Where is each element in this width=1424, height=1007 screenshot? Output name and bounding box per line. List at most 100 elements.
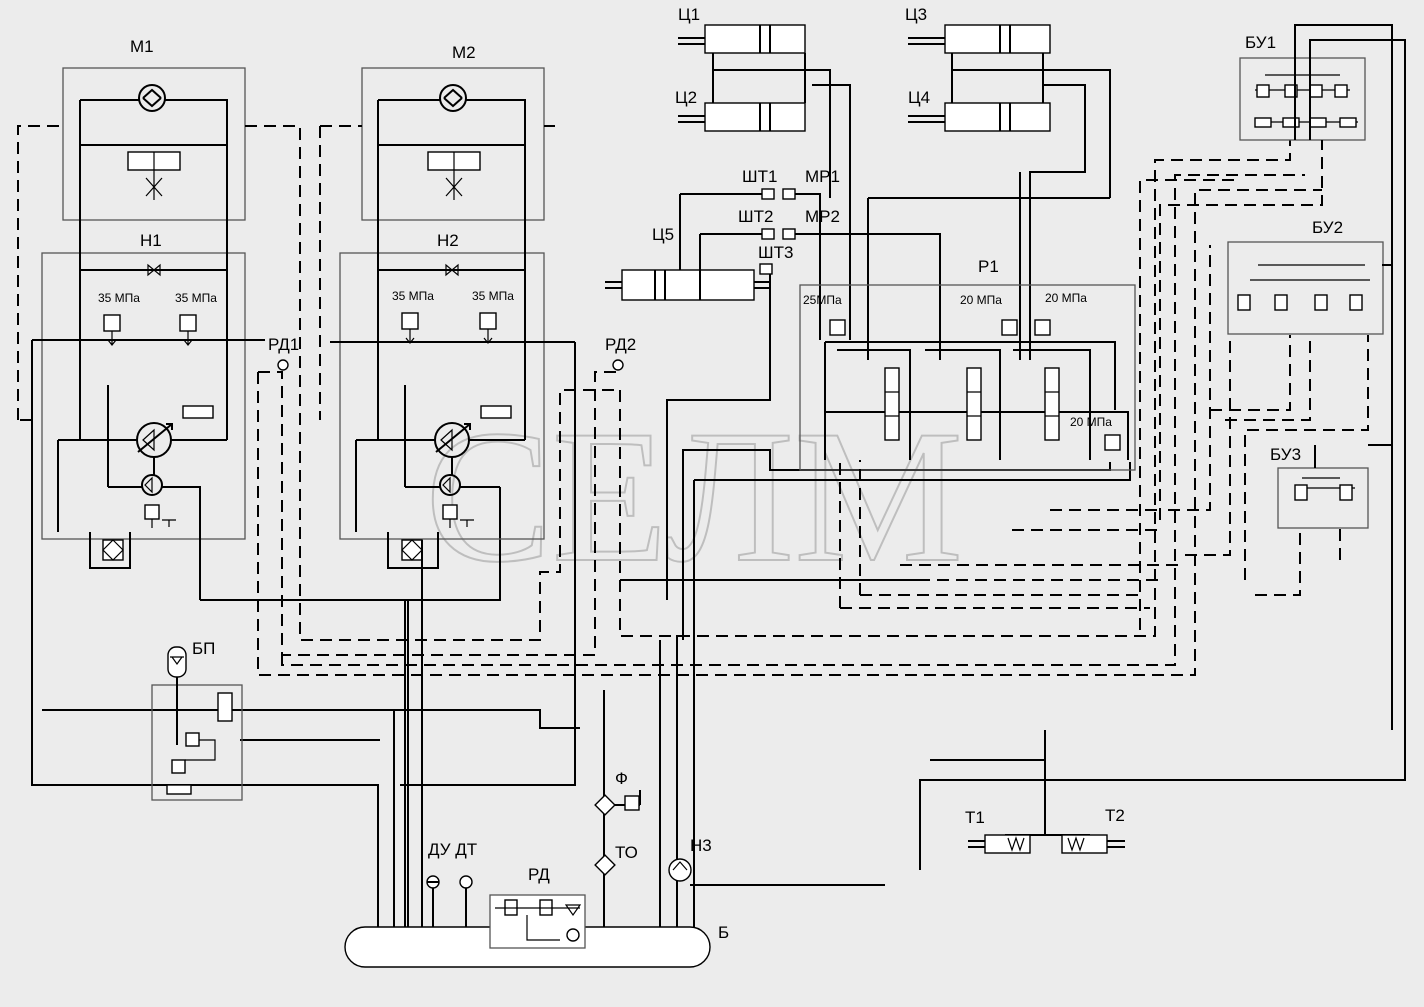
control-block-bu2 [1227,241,1384,335]
relay-rd2 [612,359,624,371]
label-filter: Ф [615,769,628,788]
label-sht2: ШТ2 [738,207,773,226]
distributor-box [799,284,1136,471]
label-c5: Ц5 [652,225,674,244]
pilot-lines-right [839,140,1369,630]
control-block-bu3 [1277,467,1369,529]
relief-valve-charge-1 [144,504,160,520]
spool-section-3 [1044,367,1060,441]
relief-valve-p20-1 [1001,319,1018,336]
brake-t1 [984,834,1031,854]
return-devices: Ф ТО Н3 [594,769,712,882]
charge-pump-2 [439,474,461,496]
cylinder-c3 [944,24,1051,54]
label-rd: РД [528,865,550,884]
label-p35-1: 35 МПа [98,291,140,305]
temperature-sensor [459,875,473,889]
label-h1: Н1 [140,231,162,250]
control-blocks: БУ1 БУ2 БУ3 [919,24,1406,870]
filter-h1 [102,539,124,561]
relief-valve-p20-3 [1104,434,1121,451]
cylinder-c4 [944,102,1051,132]
label-p35-4: 35 МПа [472,289,514,303]
pilot-lines-left [17,125,1322,676]
label-h3: Н3 [690,836,712,855]
valve-bp-2 [171,759,186,774]
label-rd1: РД1 [268,335,299,354]
filter-f [594,794,616,816]
label-bu1: БУ1 [1245,33,1276,52]
relief-valve-p20-2 [1034,319,1051,336]
couplings: ШТ1 МР1 ШТ2 МР2 ШТ3 Ц5 [605,167,941,360]
relief-valve-p25 [829,319,846,336]
filter-h2 [401,539,423,561]
motor-m2-box [361,67,545,221]
pump-h1-box [41,252,246,540]
label-c3: Ц3 [905,5,927,24]
cooler-to [594,854,616,876]
relay-rd1 [277,359,289,371]
relief-valve-4 [479,312,497,330]
label-t1: Т1 [965,808,985,827]
relief-valve-3 [401,312,419,330]
label-bu2: БУ2 [1312,218,1343,237]
accumulator-box [151,684,243,801]
pump-h2-box [339,252,545,540]
label-p20-2: 20 МПа [1045,291,1087,305]
charge-pump-1 [141,474,163,496]
coupling-sht3 [759,263,773,275]
label-p35-3: 35 МПа [392,289,434,303]
spool-section-1 [884,367,900,441]
distributor-p1: Р1 25МПа 20 МПа 20 МПа 20 МПа [799,257,1136,471]
brake-t2 [1061,834,1108,854]
label-c2: Ц2 [675,88,697,107]
label-c4: Ц4 [908,88,930,107]
sensors: ДУ ДТ [426,840,477,930]
tank: РД Б [344,865,729,968]
label-t2: Т2 [1105,806,1125,825]
cylinder-c5 [621,269,755,301]
pressure-relays: РД1 РД2 [268,335,636,371]
main-lines-left [31,268,1131,935]
accumulator-bp [167,646,187,678]
pump-h3 [668,858,692,882]
check-valve-bp [166,784,192,795]
label-rd2: РД2 [605,335,636,354]
label-p20-1: 20 МПа [960,293,1002,307]
relief-valve-2 [179,314,197,332]
motor-m1-symbol [138,84,166,112]
coupling-mr2 [782,228,796,240]
label-mr1: МР1 [805,167,840,186]
label-sht3: ШТ3 [758,243,793,262]
label-bp: БП [192,639,215,658]
label-tank: Б [718,923,729,942]
motor-m2-symbol [439,84,467,112]
relief-valve-1 [103,314,121,332]
label-p1: Р1 [978,257,999,276]
spool-section-2 [966,367,982,441]
label-p35-2: 35 МПа [175,291,217,305]
label-h2: Н2 [437,231,459,250]
relief-valve-charge-2 [442,504,458,520]
label-p25: 25МПа [803,293,842,307]
pump-station-1: М1 Н1 35 МПа 35 МПа [32,37,501,601]
coupling-sht2 [761,228,775,240]
accumulator-block: БП [151,639,243,801]
pump-station-2: М2 Н2 35 МПа 35 МПа [330,43,575,569]
cylinder-c1 [704,24,806,54]
brakes: Т1 Т2 [930,730,1125,854]
filter-bypass-valve [624,795,640,811]
control-block-bu1 [1239,57,1366,141]
pump-regulator-1 [182,405,214,419]
label-sensors: ДУ ДТ [428,840,477,859]
cylinder-c2 [704,102,806,132]
label-c1: Ц1 [678,5,700,24]
valve-bp-1 [185,732,200,747]
coupling-mr1 [782,188,796,200]
label-sht1: ШТ1 [742,167,777,186]
motor-m1-box [62,67,246,221]
label-bu3: БУ3 [1270,445,1301,464]
label-cooler: ТО [615,843,638,862]
